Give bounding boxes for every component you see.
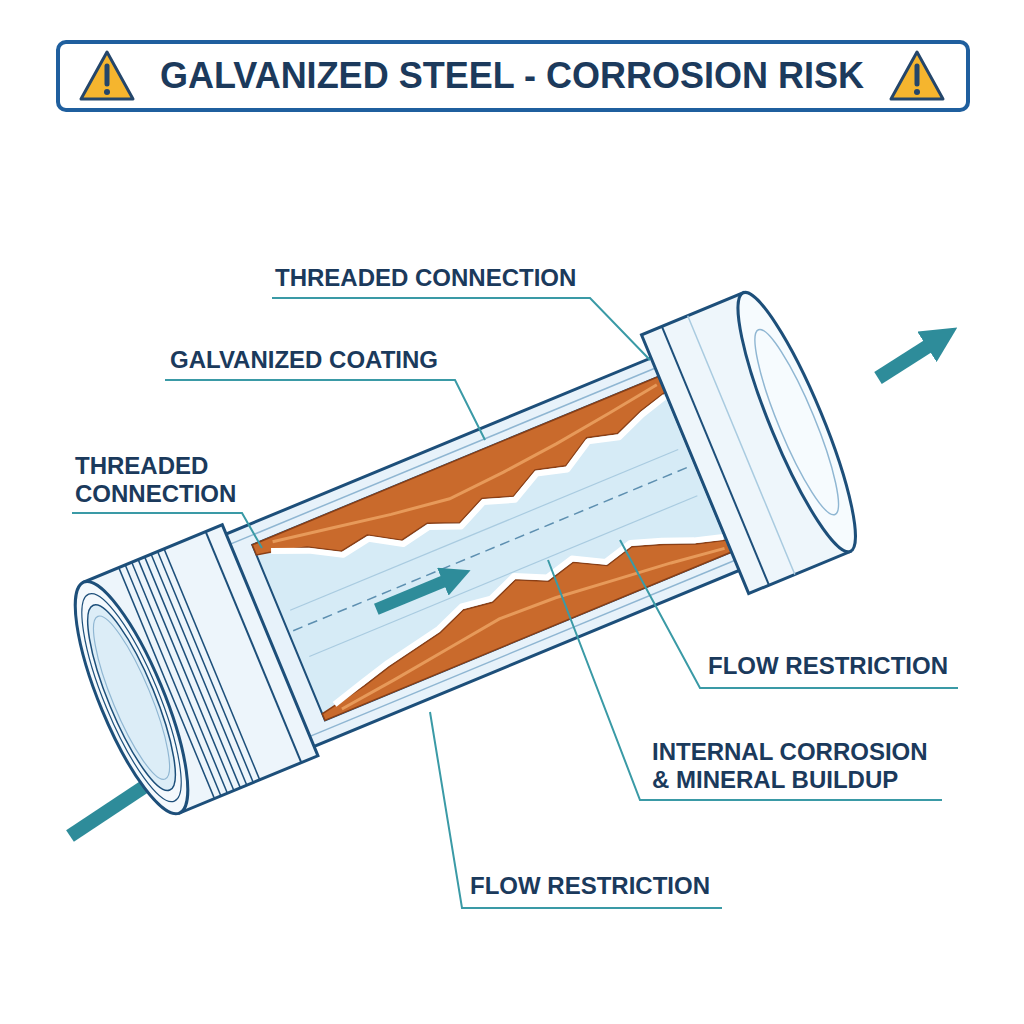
warning-dot: [104, 89, 110, 95]
flow-out-arrow: [878, 343, 933, 378]
inner-thread: [80, 609, 182, 786]
leader-line: [165, 380, 485, 440]
flow-arrow: [376, 579, 448, 609]
callout-label: FLOW RESTRICTION: [470, 872, 710, 900]
inner-thread: [64, 584, 200, 812]
leader-lines: [72, 298, 958, 908]
rust-streak: [333, 529, 725, 709]
leader-line: [620, 540, 958, 688]
fitting-face: [54, 570, 209, 825]
callout-label-box: THREADED CONNECTION: [75, 452, 260, 507]
callout-label: THREADED CONNECTION: [275, 264, 576, 292]
pipe-bore: [252, 376, 731, 720]
fitting-opening: [72, 596, 191, 798]
title-banner: [58, 42, 968, 110]
callout-label: FLOW RESTRICTION: [708, 652, 948, 680]
fitting-edge: [206, 532, 302, 763]
warning-mark: [915, 66, 920, 84]
warning-dot: [914, 89, 920, 95]
callout-label-box: THREADED CONNECTION: [275, 264, 576, 292]
mineral-buildup: [315, 496, 725, 704]
cap-face: [719, 283, 874, 562]
cap-ring: [742, 323, 852, 522]
corrosion-band: [303, 499, 731, 720]
warning-icon: [891, 52, 943, 99]
leader-line: [548, 560, 942, 800]
title: GALVANIZED STEEL - CORROSION RISK: [160, 55, 864, 96]
callout-label: THREADED CONNECTION: [75, 452, 260, 507]
callout-label: GALVANIZED COATING: [170, 346, 438, 374]
callout-label-box: FLOW RESTRICTION: [470, 872, 710, 900]
warning-triangle: [891, 52, 943, 99]
callout-label-box: FLOW RESTRICTION: [708, 652, 948, 680]
title-banner-box: GALVANIZED STEEL - CORROSION RISK: [140, 42, 884, 110]
warning-triangle: [81, 52, 133, 99]
warning-icon: [81, 52, 133, 99]
callout-label-box: INTERNAL CORROSION & MINERAL BUILDUP: [652, 738, 942, 793]
pipe-body: [217, 354, 748, 750]
leader-line: [72, 513, 262, 548]
callout-label-box: GALVANIZED COATING: [170, 346, 438, 374]
warning-mark: [105, 66, 110, 84]
callout-label: INTERNAL CORROSION & MINERAL BUILDUP: [652, 738, 942, 793]
